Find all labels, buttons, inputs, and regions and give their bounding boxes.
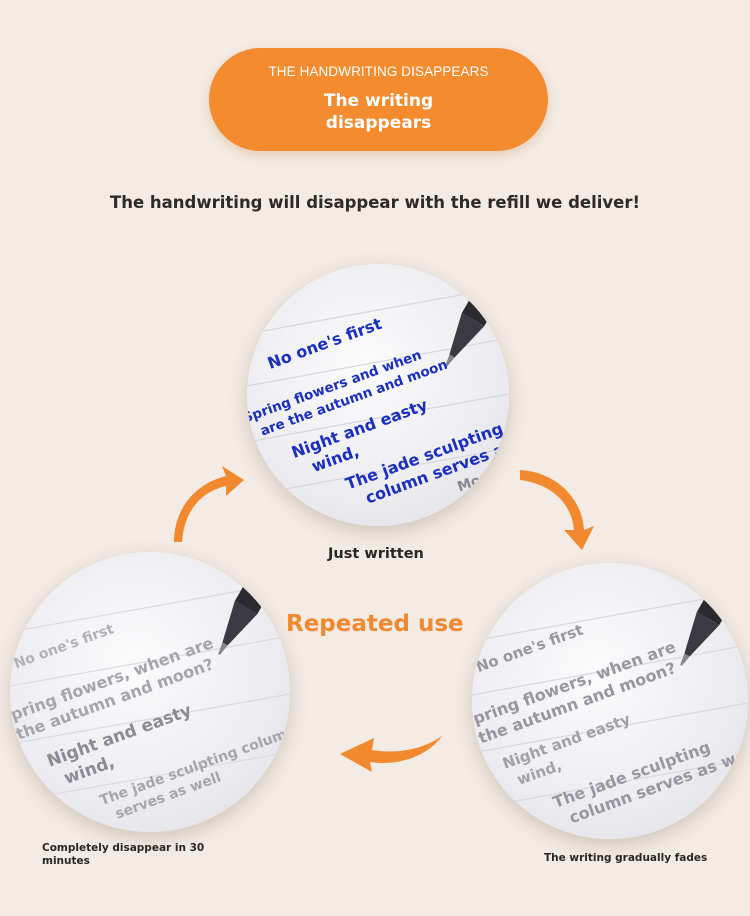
- caption-fading: The writing gradually fades: [544, 852, 708, 864]
- arrow-left-icon: [340, 736, 442, 772]
- arrow-up-right-icon: [174, 466, 244, 542]
- caption-disappeared: Completely disappear in 30 minutes: [42, 842, 205, 867]
- paper-illustration: No one's first Spring flowers, when are …: [472, 563, 748, 827]
- pen-icon: [218, 552, 290, 655]
- headline: The handwriting will disappear with the …: [109, 193, 641, 212]
- paper-illustration: No one's first Spring flowers and when a…: [247, 264, 509, 508]
- arrow-down-right-icon: [520, 470, 594, 550]
- repeated-use-label: Repeated use: [286, 611, 464, 637]
- banner-title: The writing disappears: [209, 90, 548, 134]
- banner-subtitle: THE HANDWRITING DISAPPEARS: [268, 64, 489, 79]
- paper-illustration: No one's first Spring flowers, when are …: [10, 552, 290, 823]
- pen-icon: [445, 264, 509, 367]
- stage-fading-photo: No one's first Spring flowers, when are …: [472, 563, 748, 839]
- banner-title-line1: The writing: [323, 91, 434, 111]
- stage-disappeared-photo: No one's first Spring flowers, when are …: [10, 552, 290, 832]
- fading-line-1: No one's first: [473, 621, 585, 676]
- pen-icon: [680, 563, 748, 666]
- stage-just-written-photo: No one's first Spring flowers and when a…: [247, 264, 509, 526]
- banner-title-line2: disappears: [325, 113, 432, 133]
- title-banner: THE HANDWRITING DISAPPEARS The writing d…: [209, 48, 548, 151]
- caption-just-written: Just written: [328, 546, 424, 562]
